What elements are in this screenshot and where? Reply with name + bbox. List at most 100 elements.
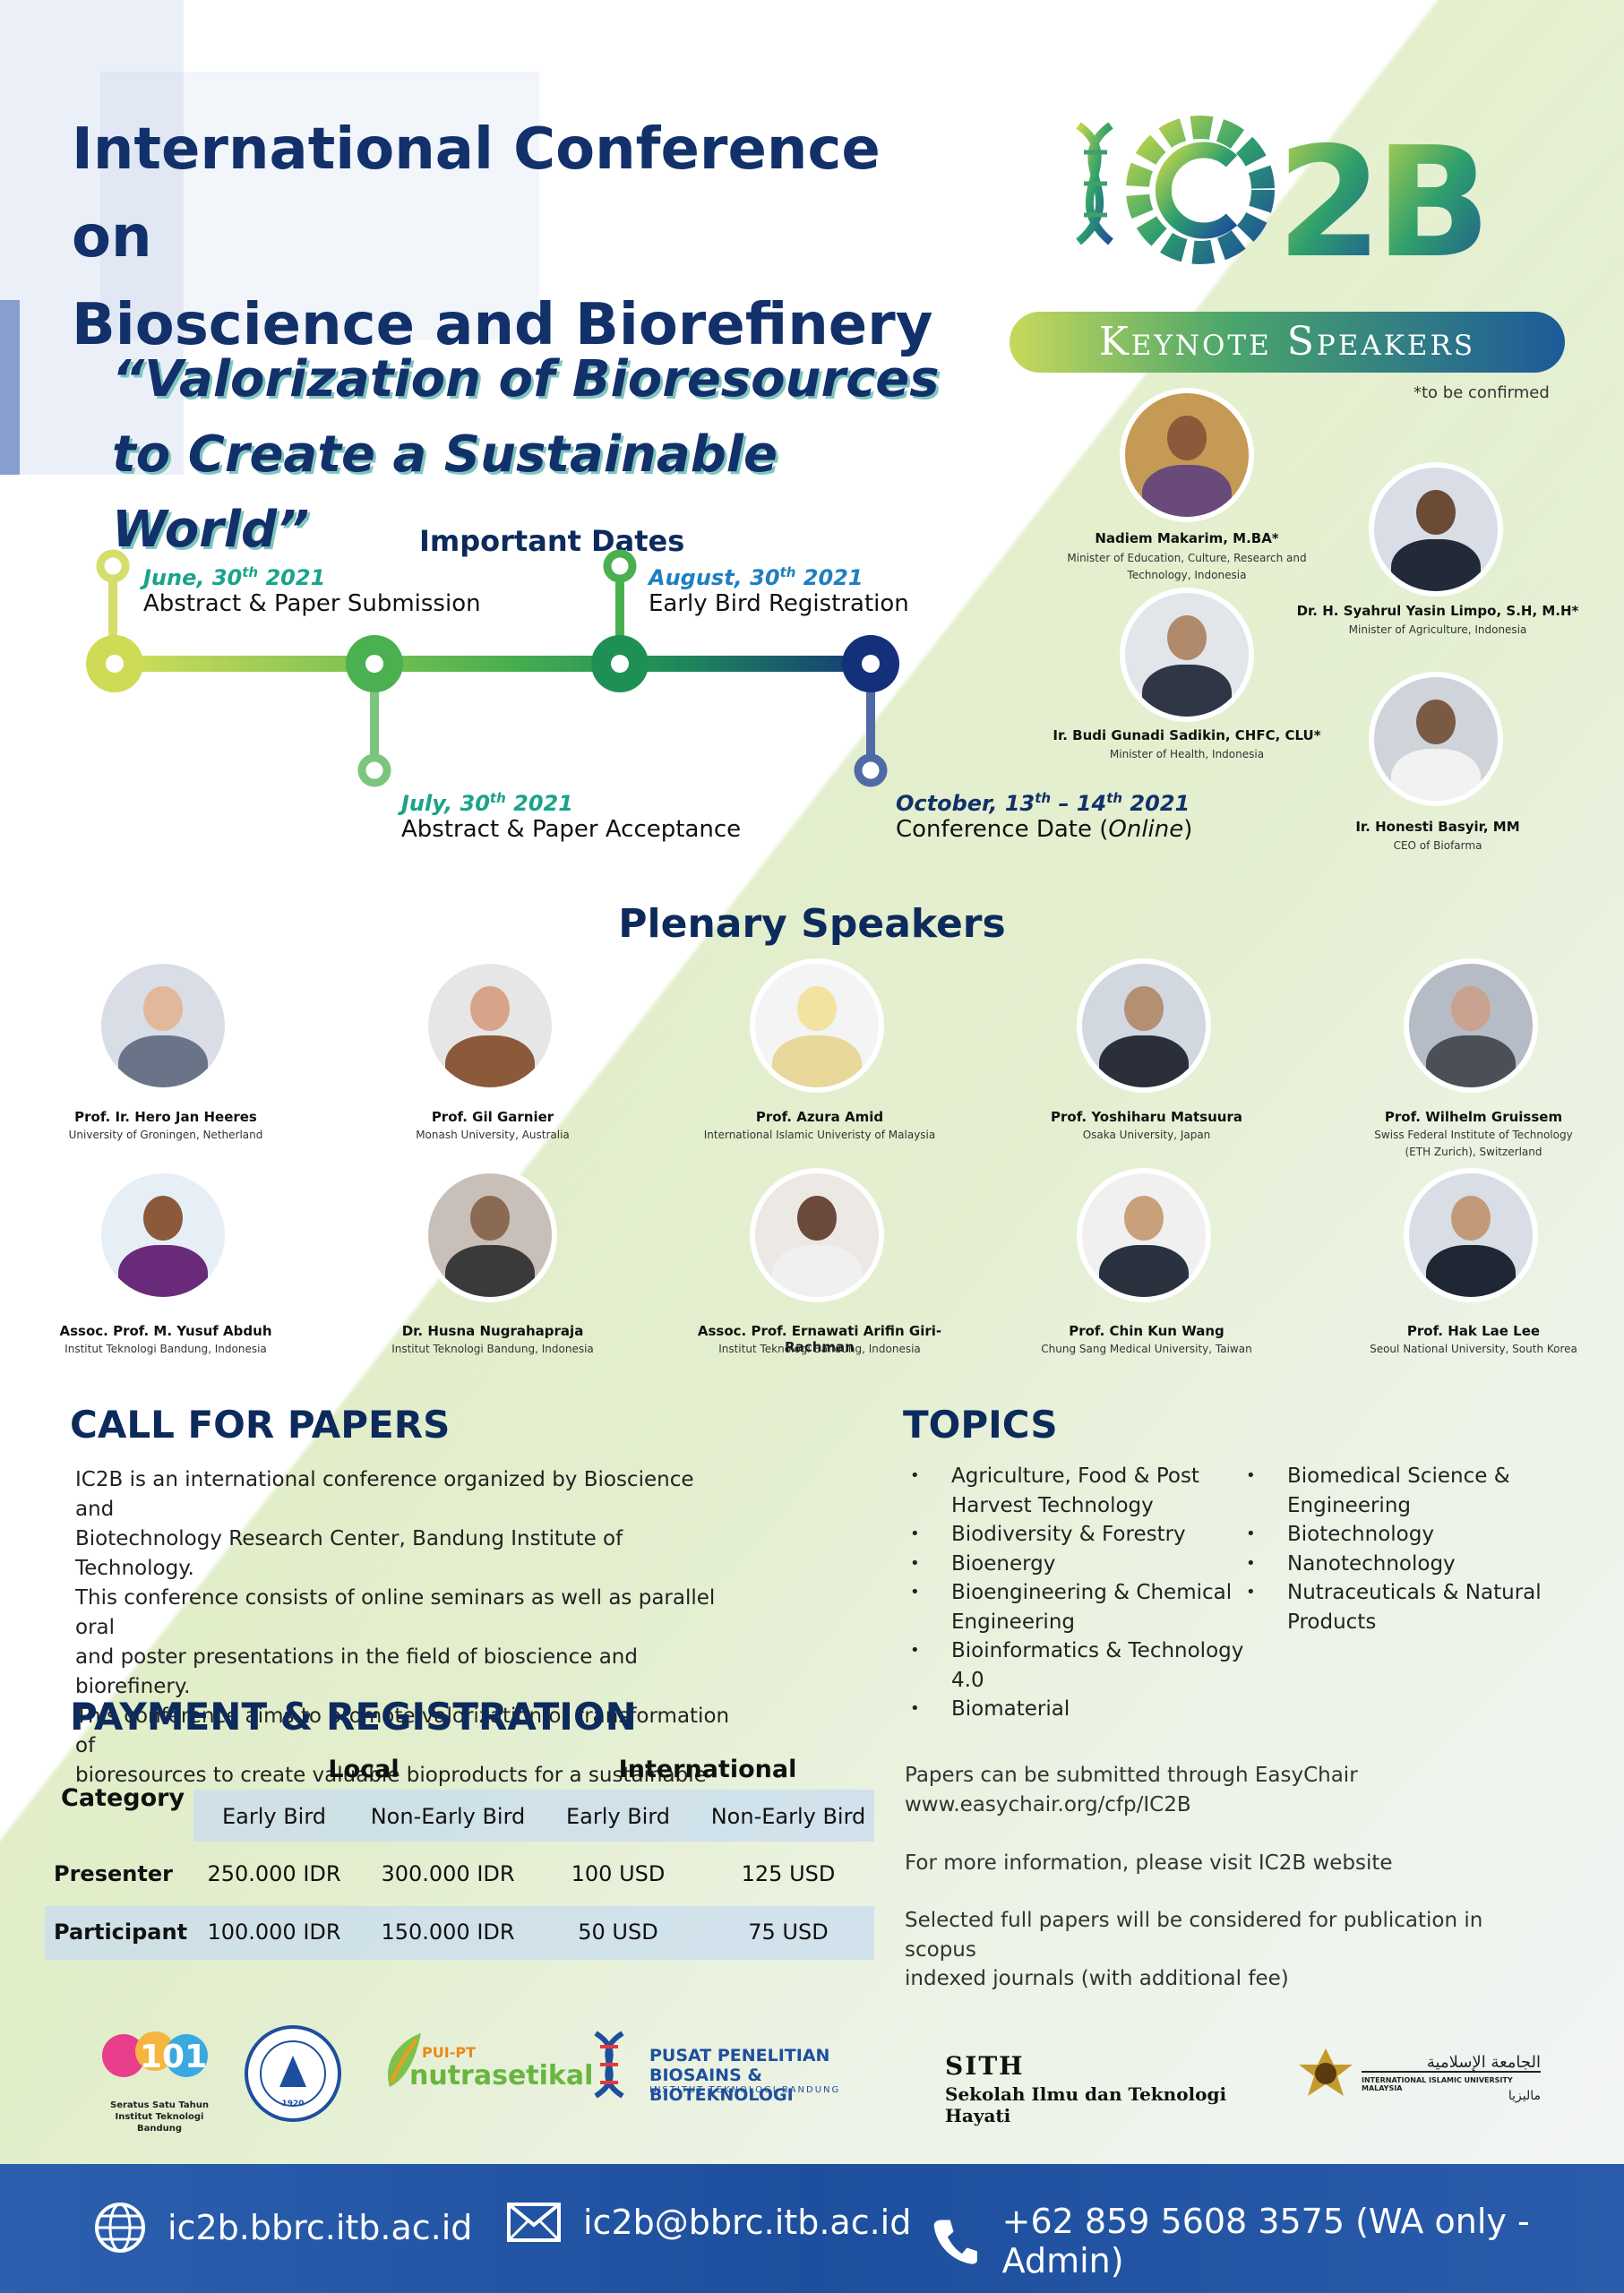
keynote-name: Dr. H. Syahrul Yasin Limpo, S.H, M.H* (1296, 603, 1579, 619)
iium-logo: الجامعة الإسلامية INTERNATIONAL ISLAMIC … (1290, 2024, 1541, 2123)
topic-item: Biomaterial (905, 1695, 1245, 1724)
price-cell: 75 USD (748, 1919, 829, 1945)
topic-item: Biomedical Science &Engineering (1241, 1462, 1563, 1520)
plenary-photo (423, 1168, 557, 1302)
plenary-affiliation: International Islamic Univeristy of Mala… (703, 1129, 936, 1141)
plenary-photo (1077, 1168, 1211, 1302)
plenary-name: Assoc. Prof. M. Yusuf Abduh (59, 1323, 272, 1339)
plenary-name: Prof. Azura Amid (755, 1109, 884, 1125)
plenary-photo (750, 958, 884, 1093)
row-category: Participant (54, 1919, 188, 1945)
price-cell: 50 USD (578, 1919, 658, 1945)
keynote-photo-3 (1120, 588, 1254, 722)
plenary-affiliation: Institut Teknologi Bandung, Indonesia (718, 1343, 921, 1355)
price-cell: 100 USD (571, 1861, 666, 1886)
plenary-name: Prof. Wilhelm Gruissem (1384, 1109, 1563, 1125)
local-header: Local (328, 1756, 400, 1783)
website-info: For more information, please visit IC2B … (905, 1851, 1393, 1875)
sith-logo: SITH Sekolah Ilmu dan Teknologi Hayati (945, 2051, 1227, 2126)
plenary-name: Assoc. Prof. Ernawati Arifin Giri-Rachma… (697, 1323, 942, 1355)
plenary-name: Prof. Yoshiharu Matsuura (1051, 1109, 1242, 1125)
keynote-affiliation: Minister of Agriculture, Indonesia (1348, 623, 1527, 636)
keynote-affiliation: Minister of Health, Indonesia (1109, 748, 1265, 760)
col-header: Non-Early Bird (710, 1804, 866, 1829)
keynote-photo-4 (1369, 672, 1503, 806)
plenary-photo (96, 1168, 230, 1302)
decor-block (100, 72, 539, 340)
decor-block (0, 0, 184, 475)
plenary-speakers-title: Plenary Speakers (618, 901, 1006, 947)
biosains-bioteknologi-logo: PUSAT PENELITIAN BIOSAINS & BIOTEKNOLOGI… (578, 2024, 900, 2123)
price-cell: 300.000 IDR (381, 1861, 515, 1886)
date-item-acceptance: July, 30th 2021 Abstract & Paper Accepta… (401, 790, 742, 843)
date-item-submission: June, 30th 2021 Abstract & Paper Submiss… (143, 564, 481, 617)
phone-icon (933, 2220, 977, 2264)
important-dates-title: Important Dates (419, 524, 685, 558)
to-be-confirmed-note: *to be confirmed (1413, 383, 1550, 402)
phone-contact[interactable]: +62 859 5608 3575 (WA only - Admin) (932, 2202, 1624, 2280)
pui-pt-nutrasetikal-logo: PUI-PT nutrasetikal (381, 2024, 593, 2123)
email-contact[interactable]: ic2b@bbrc.itb.ac.id (506, 2202, 911, 2243)
keynote-photo-2 (1369, 462, 1503, 597)
price-cell: 125 USD (741, 1861, 836, 1886)
topics-title: TOPICS (903, 1403, 1058, 1447)
plenary-affiliation: Seoul National University, South Korea (1370, 1343, 1577, 1355)
easychair-info: Papers can be submitted through EasyChai… (905, 1764, 1358, 1816)
itb-seal-logo: 1920 (244, 2024, 342, 2123)
plenary-affiliation: Osaka University, Japan (1082, 1129, 1211, 1141)
plenary-name: Prof. Hak Lae Lee (1406, 1323, 1541, 1339)
plenary-photo (1404, 958, 1538, 1093)
plenary-affiliation: Institut Teknologi Bandung, Indonesia (391, 1343, 594, 1355)
date-item-conference: October, 13th – 14th 2021 Conference Dat… (896, 790, 1193, 843)
keynote-speakers-banner: Keynote Speakers (1010, 312, 1565, 373)
plenary-photo (1077, 958, 1211, 1093)
plenary-affiliation: Swiss Federal Institute of Technology(ET… (1374, 1129, 1573, 1158)
topic-item: Biodiversity & Forestry (905, 1520, 1245, 1550)
international-header: International (618, 1756, 797, 1783)
price-cell: 100.000 IDR (207, 1919, 341, 1945)
keynote-affiliation: Minister of Education, Culture, Research… (1067, 552, 1307, 581)
globe-icon (95, 2203, 145, 2253)
col-header: Early Bird (565, 1804, 671, 1829)
keynote-name: Nadiem Makarim, M.BA* (1095, 530, 1279, 546)
svg-text:101: 101 (140, 2039, 207, 2075)
topic-item: Biotechnology (1241, 1520, 1563, 1550)
website-contact[interactable]: ic2b.bbrc.itb.ac.id (94, 2202, 472, 2254)
call-for-papers-title: CALL FOR PAPERS (70, 1403, 451, 1447)
col-header: Early Bird (221, 1804, 327, 1829)
ic2b-logo: 2 B (1066, 107, 1532, 292)
plenary-photo (1404, 1168, 1538, 1302)
plenary-affiliation: Monash University, Australia (416, 1129, 570, 1141)
payment-registration-title: PAYMENT & REGISTRATION (70, 1695, 637, 1739)
topics-list-2: Biomedical Science &Engineering Biotechn… (1241, 1462, 1563, 1636)
category-header: Category (61, 1784, 185, 1812)
keynote-affiliation: CEO of Biofarma (1393, 839, 1482, 852)
plenary-photo (750, 1168, 884, 1302)
col-header: Non-Early Bird (370, 1804, 526, 1829)
keynote-name: Ir. Honesti Basyir, MM (1355, 819, 1520, 835)
keynote-name: Ir. Budi Gunadi Sadikin, CHFC, CLU* (1053, 727, 1321, 743)
topic-item: Bioenergy (905, 1550, 1245, 1579)
price-cell: 150.000 IDR (381, 1919, 515, 1945)
conference-title: International Conference on Bioscience a… (72, 116, 933, 358)
plenary-photo (96, 958, 230, 1093)
call-for-papers-text: IC2B is an international conference orga… (75, 1468, 730, 1787)
plenary-name: Dr. Husna Nugrahapraja (401, 1323, 584, 1339)
plenary-affiliation: Institut Teknologi Bandung, Indonesia (64, 1343, 267, 1355)
svg-text:B: B (1375, 115, 1491, 287)
plenary-affiliation: Chung Sang Medical University, Taiwan (1041, 1343, 1252, 1355)
contact-footer: ic2b.bbrc.itb.ac.id ic2b@bbrc.itb.ac.id … (0, 2164, 1624, 2293)
date-item-early-bird: August, 30th 2021 Early Bird Registratio… (649, 564, 909, 617)
plenary-name: Prof. Chin Kun Wang (1069, 1323, 1224, 1339)
decor-bar (0, 300, 20, 475)
publication-info: Selected full papers will be considered … (905, 1909, 1483, 1990)
price-cell: 250.000 IDR (207, 1861, 341, 1886)
timeline-graphic (86, 549, 899, 787)
envelope-icon (507, 2203, 561, 2242)
